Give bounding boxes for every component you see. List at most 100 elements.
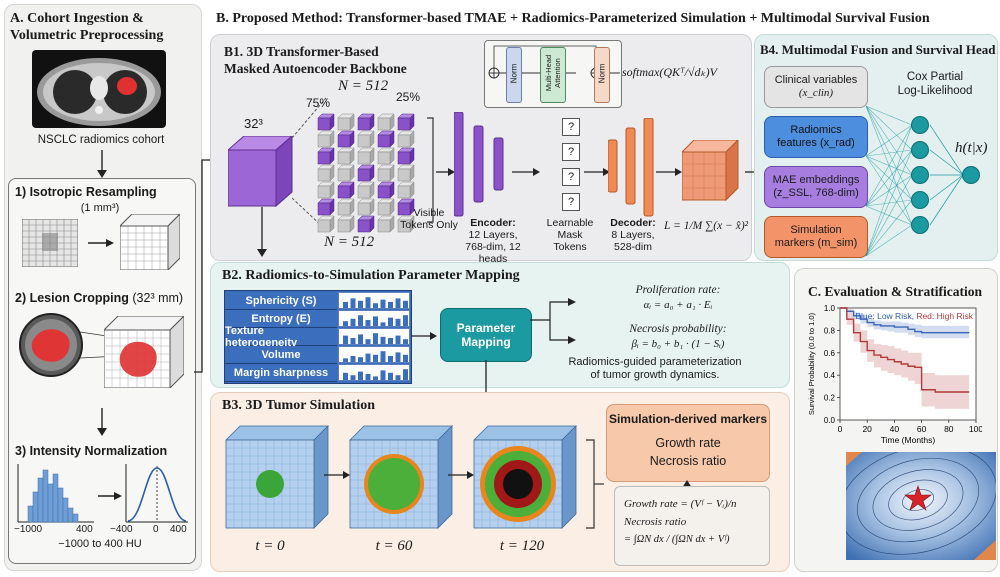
tumor-simulation-cubes <box>225 425 577 529</box>
b2-caption: Radiomics-guided parameterization of tum… <box>546 356 764 382</box>
b1-title: B1. 3D Transformer-Based Masked Autoenco… <box>224 43 407 77</box>
step3-title: 3) Intensity Normalization <box>15 444 168 458</box>
token-grid <box>317 113 415 233</box>
masked-token <box>397 164 415 182</box>
km-x-axis-label: Time (Months) <box>881 435 936 445</box>
feature-sphericity: Sphericity (S) <box>225 292 337 310</box>
masked-token <box>317 164 335 182</box>
sim-arrow-2 <box>448 471 474 479</box>
ct-down-arrow <box>97 150 107 178</box>
km-y-tick-label: 0.0 <box>824 416 836 425</box>
visible-token <box>317 113 335 131</box>
feature-bar <box>343 335 348 344</box>
visible-token <box>337 130 355 148</box>
km-legend: Blue: Low Risk, Red: High Risk <box>855 311 973 321</box>
masked-token <box>317 130 335 148</box>
fusion-edge <box>866 174 913 257</box>
encoder-to-mask-arrow <box>512 168 540 176</box>
feature-bar <box>388 372 393 380</box>
visible-token <box>357 215 375 233</box>
sim-markers-line1: Simulation <box>790 223 842 236</box>
feature-margin-sharpness: Margin sharpness <box>225 364 337 382</box>
feature-bar <box>403 339 408 344</box>
feature-bar <box>395 335 401 344</box>
hu-range-label: −1000 to 400 HU <box>58 538 142 550</box>
feature-bar <box>350 338 356 344</box>
visible-tokens-label: Visible Tokens Only <box>394 207 464 231</box>
km-y-tick-label: 0.8 <box>824 326 836 335</box>
masked-token <box>337 198 355 216</box>
hidden-node-5 <box>911 216 929 234</box>
step2-title-text: 2) Lesion Cropping <box>15 291 129 305</box>
normalize-arrow-icon <box>98 492 122 500</box>
features-to-mapping-arrow <box>411 332 437 340</box>
radiomics-feature-table: Sphericity (S) Entropy (E) Texture heter… <box>224 290 412 384</box>
feature-bar <box>343 302 348 308</box>
decoder-label: Decoder: 8 Layers, 528-dim <box>604 217 662 253</box>
feature-bar <box>373 354 378 362</box>
masked-token <box>357 130 375 148</box>
feature-bar <box>388 356 393 362</box>
fusion-edge <box>866 199 913 257</box>
km-x-tick-label: 0 <box>838 424 843 434</box>
time-label-0: t = 0 <box>255 538 285 554</box>
panel-a-title-line1: A. Cohort Ingestion & <box>10 11 144 26</box>
time-label-60: t = 60 <box>375 538 413 554</box>
sim-cube-0 <box>225 425 329 529</box>
masked-token <box>357 198 375 216</box>
step2-title-suffix: (32³ mm) <box>132 291 184 305</box>
panel-a-title: A. Cohort Ingestion & Volumetric Preproc… <box>10 10 200 44</box>
b4-title: B4. Multimodal Fusion and Survival Head <box>760 42 996 57</box>
normalized-curve <box>125 464 188 523</box>
visible-token <box>397 113 415 131</box>
masked-token <box>397 130 415 148</box>
km-line-high-risk <box>840 307 970 393</box>
mask-tokens-label: Learnable Mask Tokens <box>538 217 602 253</box>
fusion-edge <box>929 174 964 201</box>
mae-line2: (z_SSL, 768-dim) <box>773 187 859 199</box>
marker-necrosis-ratio: Necrosis ratio <box>649 454 727 469</box>
masked-token <box>357 147 375 165</box>
masked-token <box>377 113 395 131</box>
feature-bar <box>373 376 378 380</box>
b2-title: B2. Radiomics-to-Simulation Parameter Ma… <box>222 268 520 283</box>
km-y-tick-label: 0.2 <box>824 394 836 403</box>
feature-bar <box>380 322 386 326</box>
necrosis-eq: βᵢ = b₀ + b₁ · (1 − Sᵢ) <box>631 338 725 350</box>
hist-left-tick-2: 400 <box>76 524 93 535</box>
mask-token: ? <box>562 118 580 136</box>
softmax-formula: softmax(QKᵀ/√dₖ)V <box>622 65 717 79</box>
resample-arrow-icon <box>88 239 114 247</box>
feature-bars-margin <box>338 364 410 381</box>
b1-title-line2: Masked Autoencoder Backbone <box>224 61 407 76</box>
masked-pct-label: 75% <box>306 96 331 110</box>
necrosis-title: Necrosis probability: <box>629 323 727 335</box>
radiomics-line2: features (x_rad) <box>777 137 855 149</box>
mask-token: ? <box>562 193 580 211</box>
necrosis-ratio-title: Necrosis ratio <box>624 516 687 528</box>
decoder-to-recon-arrow <box>656 168 682 176</box>
decoder-title: Decoder: <box>610 217 656 229</box>
visible-token <box>377 130 395 148</box>
hist-right-tick-1: −400 <box>110 524 133 535</box>
feature-bar <box>343 372 348 380</box>
fusion-edge <box>866 124 913 157</box>
feature-bar <box>373 303 378 308</box>
cox-loss-line2: Log-Likelihood <box>897 85 973 97</box>
visible-token <box>357 113 375 131</box>
input-simulation-markers: Simulation markers (m_sim) <box>764 216 868 258</box>
ct-scan-svg <box>37 58 161 126</box>
mask-tokens-line1: Learnable <box>546 217 594 229</box>
n-bottom-label: N = 512 <box>324 234 375 250</box>
mask-tokens-line2: Mask <box>557 229 583 241</box>
feature-bar <box>380 299 386 308</box>
patch-fan-lines <box>292 97 327 231</box>
sim-to-markers-bracket <box>586 439 604 529</box>
mask-tokens-line3: Tokens <box>553 241 587 253</box>
fusion-edge <box>866 124 913 257</box>
km-x-tick-label: 20 <box>862 424 872 434</box>
b1-title-line1: B1. 3D Transformer-Based <box>224 44 379 59</box>
feature-volume: Volume <box>225 346 337 364</box>
km-y-axis-label: Survival Probability (0.0 to 1.0) <box>807 312 816 415</box>
feature-bar <box>388 317 393 326</box>
